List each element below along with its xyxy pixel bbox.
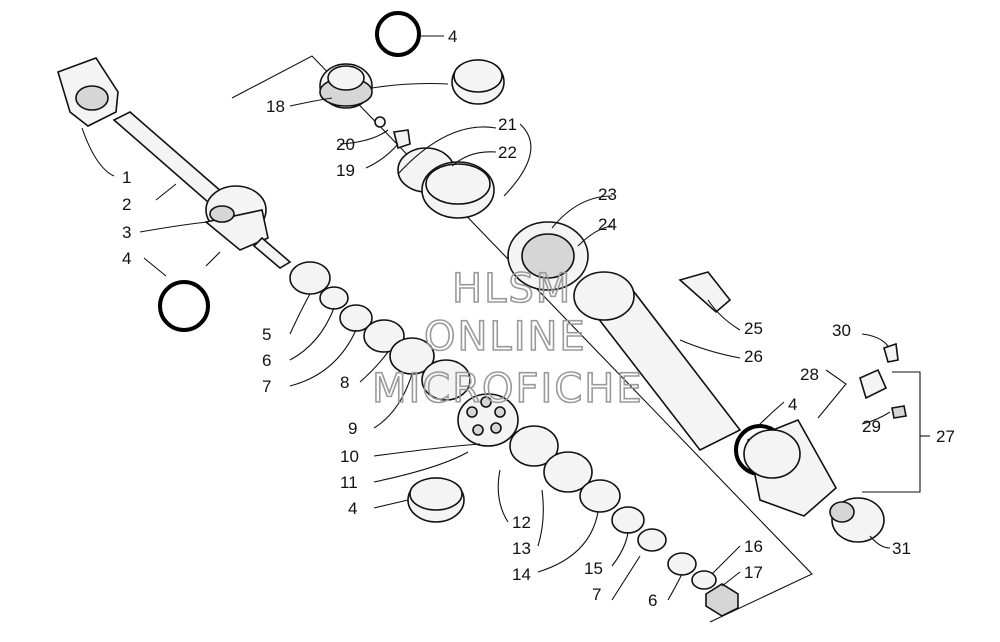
callout-14: 14 (512, 565, 531, 584)
o-ring-left (158, 280, 210, 332)
o-ring-20 (374, 116, 386, 128)
washer-5 (289, 261, 331, 295)
callout-4: 4 (122, 249, 131, 268)
bushing-part-31 (829, 497, 885, 543)
body-cap-part-3 (204, 185, 292, 269)
callout-labels: 1 2 3 4 5 6 7 8 9 10 11 4 12 13 14 15 7 … (122, 27, 955, 610)
end-cap-part-18 (319, 63, 373, 109)
watermark-line-3: MICROFICHE (372, 366, 644, 412)
assembly-group-outline (231, 55, 813, 623)
callout-4-right: 4 (788, 395, 797, 414)
callout-1: 1 (122, 168, 131, 187)
washer-8 (363, 319, 405, 353)
callout-4-lower: 4 (348, 499, 357, 518)
wear-band-part-4-top (451, 59, 505, 105)
valve-part-28 (859, 368, 888, 400)
callout-2: 2 (122, 195, 131, 214)
bump-stop-part-25 (678, 271, 732, 314)
callout-27: 27 (936, 427, 955, 446)
eyelet-part-1 (57, 57, 119, 127)
callout-22: 22 (498, 143, 517, 162)
washer-14 (579, 479, 621, 513)
callout-19: 19 (336, 161, 355, 180)
washer-12 (509, 425, 559, 467)
callout-30: 30 (832, 321, 851, 340)
callout-25: 25 (744, 319, 763, 338)
callout-31: 31 (892, 539, 911, 558)
callout-6: 6 (262, 351, 271, 370)
callout-18: 18 (266, 97, 285, 116)
callout-5: 5 (262, 325, 271, 344)
callout-21: 21 (498, 115, 517, 134)
washer-15b (637, 528, 667, 552)
screw-part-30 (883, 342, 899, 363)
callout-13: 13 (512, 539, 531, 558)
seal-part-29 (891, 405, 907, 419)
callout-15: 15 (584, 559, 603, 578)
callout-26: 26 (744, 347, 763, 366)
callout-29: 29 (862, 417, 881, 436)
watermark: HLSM ONLINE MICROFICHE (371, 265, 644, 413)
nut-17 (705, 583, 739, 617)
reservoir-housing-part-27 (743, 418, 838, 517)
callout-17: 17 (744, 563, 763, 582)
callout-16: 16 (744, 537, 763, 556)
callout-20: 20 (336, 135, 355, 154)
washer-16 (691, 570, 717, 590)
callout-3: 3 (122, 223, 131, 242)
collar-part-21-22 (397, 147, 495, 219)
spring-seat-part-23-24 (507, 221, 589, 291)
washer-15a (611, 506, 645, 534)
callout-7: 7 (262, 377, 271, 396)
washer-7b (667, 552, 697, 576)
piston-part-10 (457, 393, 519, 447)
watermark-line-1: HLSM (452, 266, 572, 312)
washer-6 (319, 286, 349, 310)
cylinder-body-part-26 (573, 271, 742, 452)
watermark-line-2: ONLINE (424, 314, 587, 360)
o-ring-top (375, 11, 421, 57)
callout-6-lower: 6 (648, 591, 657, 610)
callout-23: 23 (598, 185, 617, 204)
callout-8: 8 (340, 373, 349, 392)
callout-12: 12 (512, 513, 531, 532)
callout-4-top: 4 (448, 27, 457, 46)
washer-9b (421, 359, 471, 401)
leader-lines (81, 35, 930, 601)
callout-10: 10 (340, 447, 359, 466)
callout-24: 24 (598, 215, 617, 234)
callout-11: 11 (340, 473, 358, 492)
wear-band-part-4-lower (407, 477, 465, 523)
valve-19 (393, 129, 411, 150)
washer-13 (543, 451, 593, 493)
callout-7-lower: 7 (592, 585, 601, 604)
callout-28: 28 (800, 365, 819, 384)
callout-9: 9 (348, 419, 357, 438)
